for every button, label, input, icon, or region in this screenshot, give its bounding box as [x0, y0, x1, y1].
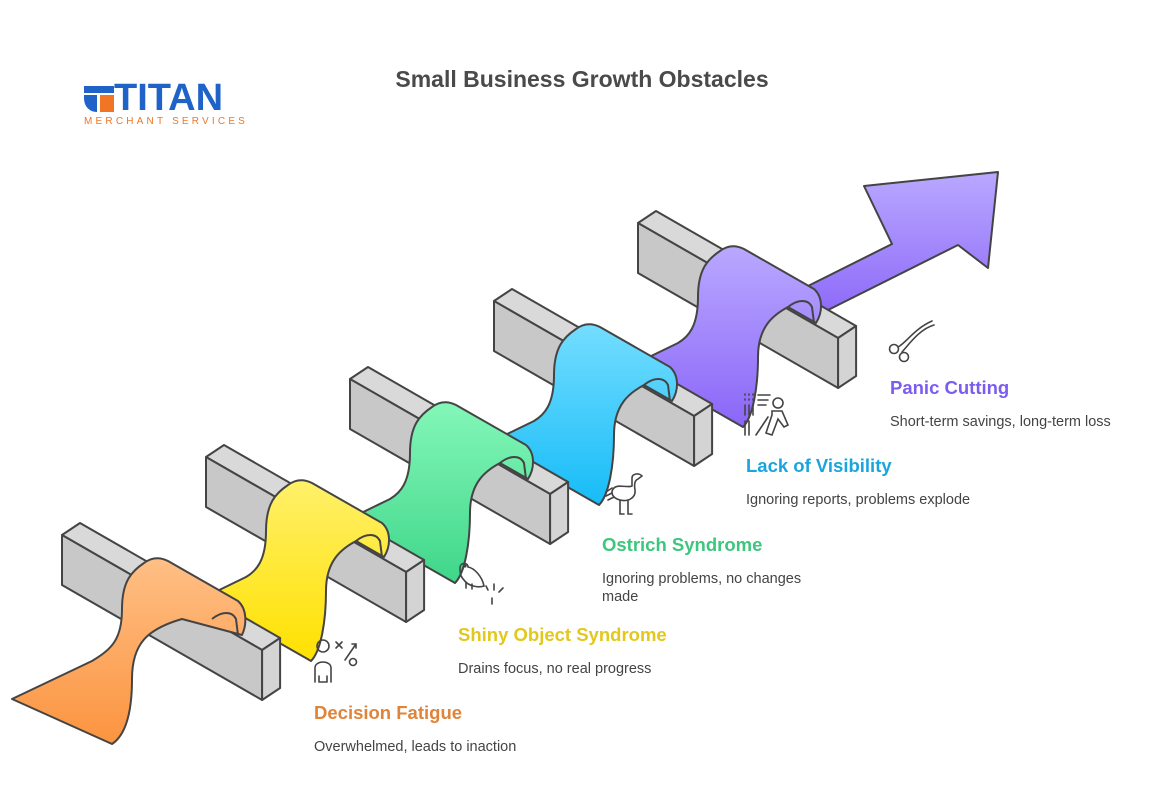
- logo-name: TITAN: [114, 77, 224, 119]
- step-description: Drains focus, no real progress: [458, 661, 652, 677]
- scissors-icon: [888, 320, 935, 363]
- beam-end-face: [549, 481, 570, 545]
- step-heading: Decision Fatigue: [314, 702, 463, 723]
- bird-sparkle-icon: [459, 562, 504, 605]
- blind-person-icon: [744, 393, 790, 437]
- step-description: Ignoring reports, problems explode: [746, 492, 971, 508]
- beam-end-face: [405, 559, 426, 623]
- logo-tagline: MERCHANT SERVICES: [84, 116, 249, 127]
- ribbon-fold-lip: [211, 612, 239, 636]
- ribbon-fold-lip: [355, 534, 383, 558]
- step-heading: Panic Cutting: [890, 377, 1010, 398]
- step-heading: Shiny Object Syndrome: [458, 624, 667, 645]
- step-description: Overwhelmed, leads to inaction: [314, 739, 517, 755]
- step-ostrich-syndrome: Ostrich Syndrome Ignoring problems, no c…: [602, 473, 832, 606]
- step-shiny-object-syndrome: Shiny Object Syndrome Drains focus, no r…: [458, 562, 667, 678]
- titan-logo-mark-icon: [84, 86, 114, 112]
- titan-logo: TITAN MERCHANT SERVICES: [84, 78, 254, 130]
- step-lack-of-visibility: Lack of Visibility Ignoring reports, pro…: [744, 393, 971, 509]
- step-heading: Ostrich Syndrome: [602, 534, 763, 555]
- ribbon-fold-lip: [643, 378, 671, 402]
- step-decision-fatigue: Decision Fatigue Overwhelmed, leads to i…: [314, 639, 517, 756]
- ribbon-fold-lip: [787, 300, 815, 324]
- beam-end-face: [837, 325, 858, 389]
- step-description: Ignoring problems, no changes made: [602, 571, 802, 605]
- step-description: Short-term savings, long-term loss: [890, 414, 1111, 430]
- ribbon-fold-lip: [499, 456, 527, 480]
- obstacle-step-1: [11, 522, 282, 745]
- ostrich-icon: [605, 473, 644, 515]
- ribbon-segment: [11, 557, 247, 745]
- beam-end-face: [693, 403, 714, 467]
- beam-end-face: [261, 637, 282, 701]
- diagram-title: Small Business Growth Obstacles: [395, 66, 769, 92]
- person-decision-icon: [314, 639, 358, 683]
- step-panic-cutting: Panic Cutting Short-term savings, long-t…: [888, 320, 1111, 431]
- step-heading: Lack of Visibility: [746, 455, 892, 476]
